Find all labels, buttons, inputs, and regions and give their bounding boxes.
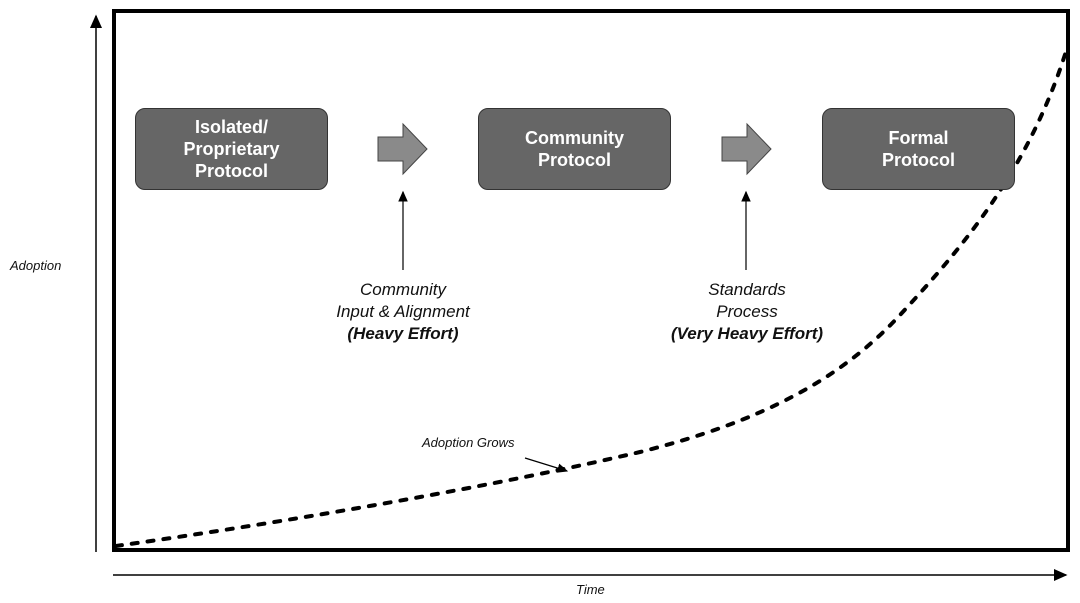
effort-label: (Heavy Effort) xyxy=(347,324,459,343)
stage-box-formal-protocol: Formal Protocol xyxy=(822,108,1015,190)
stage-label-line: Protocol xyxy=(881,150,955,170)
stage-label-line: Community xyxy=(525,128,624,148)
note-line: Process xyxy=(716,302,778,321)
x-axis-label: Time xyxy=(576,582,605,597)
stage-box-isolated-protocol: Isolated/ Proprietary Protocol xyxy=(135,108,328,190)
stage-label-line: Isolated/ xyxy=(194,117,269,137)
stage-box-community-protocol: Community Protocol xyxy=(478,108,671,190)
y-axis-label: Adoption xyxy=(10,258,62,273)
note-line: Input & Alignment xyxy=(336,302,470,321)
note-line: Community xyxy=(360,280,446,299)
curve-annotation: Adoption Grows xyxy=(422,435,515,450)
stage-label-line: Protocol xyxy=(537,150,611,170)
stage-label-line: Formal xyxy=(888,128,949,148)
transition-note-community-input: Community Input & Alignment (Heavy Effor… xyxy=(303,279,503,345)
stage-label-line: Proprietary xyxy=(183,139,280,159)
stage-arrow-icon xyxy=(721,122,772,176)
stage-label-line: Protocol xyxy=(194,161,268,181)
diagram-frame xyxy=(112,9,1070,552)
transition-note-standards-process: Standards Process (Very Heavy Effort) xyxy=(636,279,858,345)
stage-arrow-icon xyxy=(377,122,428,176)
note-line: Standards xyxy=(708,280,786,299)
effort-label: (Very Heavy Effort) xyxy=(670,324,824,343)
annotation-pointer-arrow xyxy=(524,457,569,473)
adoption-curve xyxy=(114,43,1070,548)
